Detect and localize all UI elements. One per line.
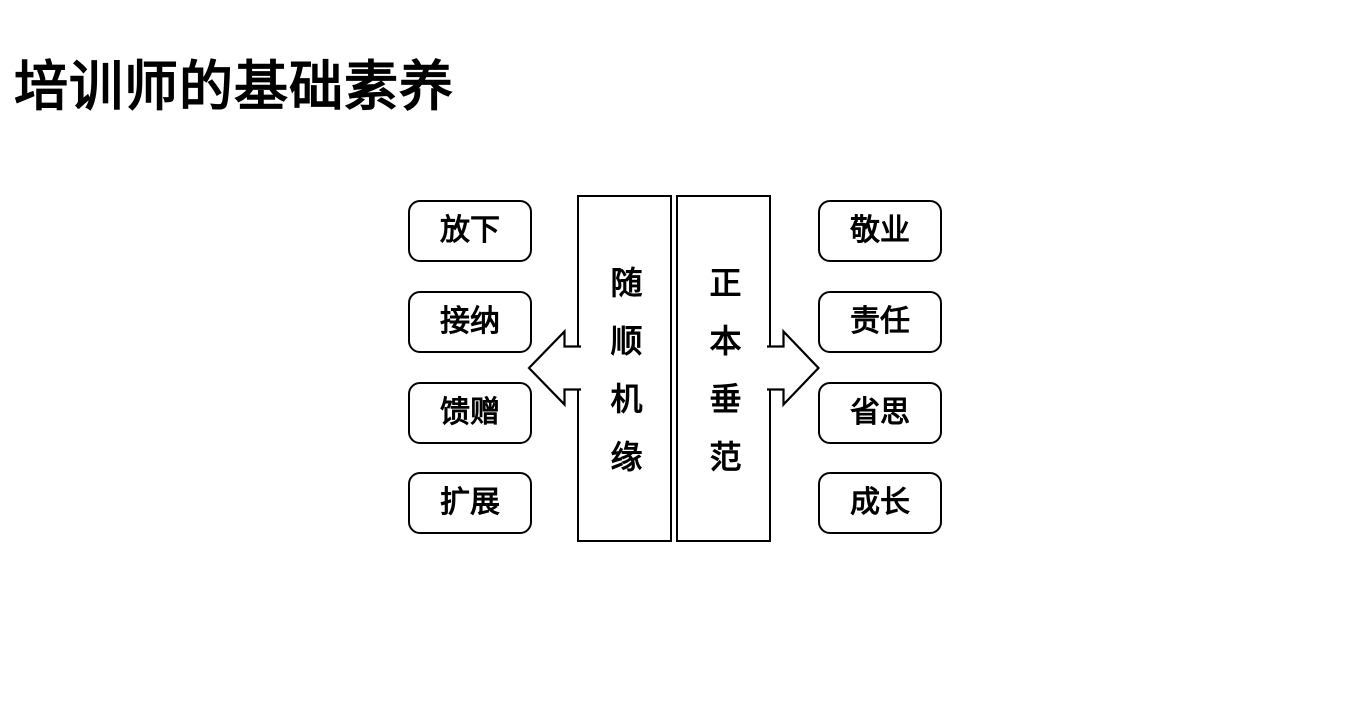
left-item-box-3: 馈赠 — [408, 382, 532, 444]
right-item-label-3: 省思 — [850, 396, 910, 429]
right-item-label-2: 责任 — [850, 305, 910, 338]
left-item-box-2: 接纳 — [408, 291, 532, 353]
left-arrow-icon — [527, 328, 581, 408]
right-item-label-4: 成长 — [850, 486, 910, 519]
right-item-label-1: 敬业 — [850, 214, 910, 247]
right-pillar-box: 正本垂范 — [676, 195, 771, 542]
left-item-label-3: 馈赠 — [440, 396, 500, 429]
left-item-label-2: 接纳 — [440, 305, 500, 338]
page-title: 培训师的基础素养 — [14, 57, 454, 117]
left-item-box-4: 扩展 — [408, 472, 532, 534]
right-item-box-3: 省思 — [818, 382, 942, 444]
left-item-box-1: 放下 — [408, 200, 532, 262]
right-item-box-4: 成长 — [818, 472, 942, 534]
right-pillar-text: 正本垂范 — [705, 265, 742, 498]
left-pillar-text: 随顺机缘 — [606, 265, 643, 498]
left-pillar-box: 随顺机缘 — [577, 195, 672, 542]
left-item-label-1: 放下 — [440, 214, 500, 247]
right-arrow-icon — [767, 328, 821, 408]
right-item-box-2: 责任 — [818, 291, 942, 353]
right-item-box-1: 敬业 — [818, 200, 942, 262]
left-item-label-4: 扩展 — [440, 486, 500, 519]
